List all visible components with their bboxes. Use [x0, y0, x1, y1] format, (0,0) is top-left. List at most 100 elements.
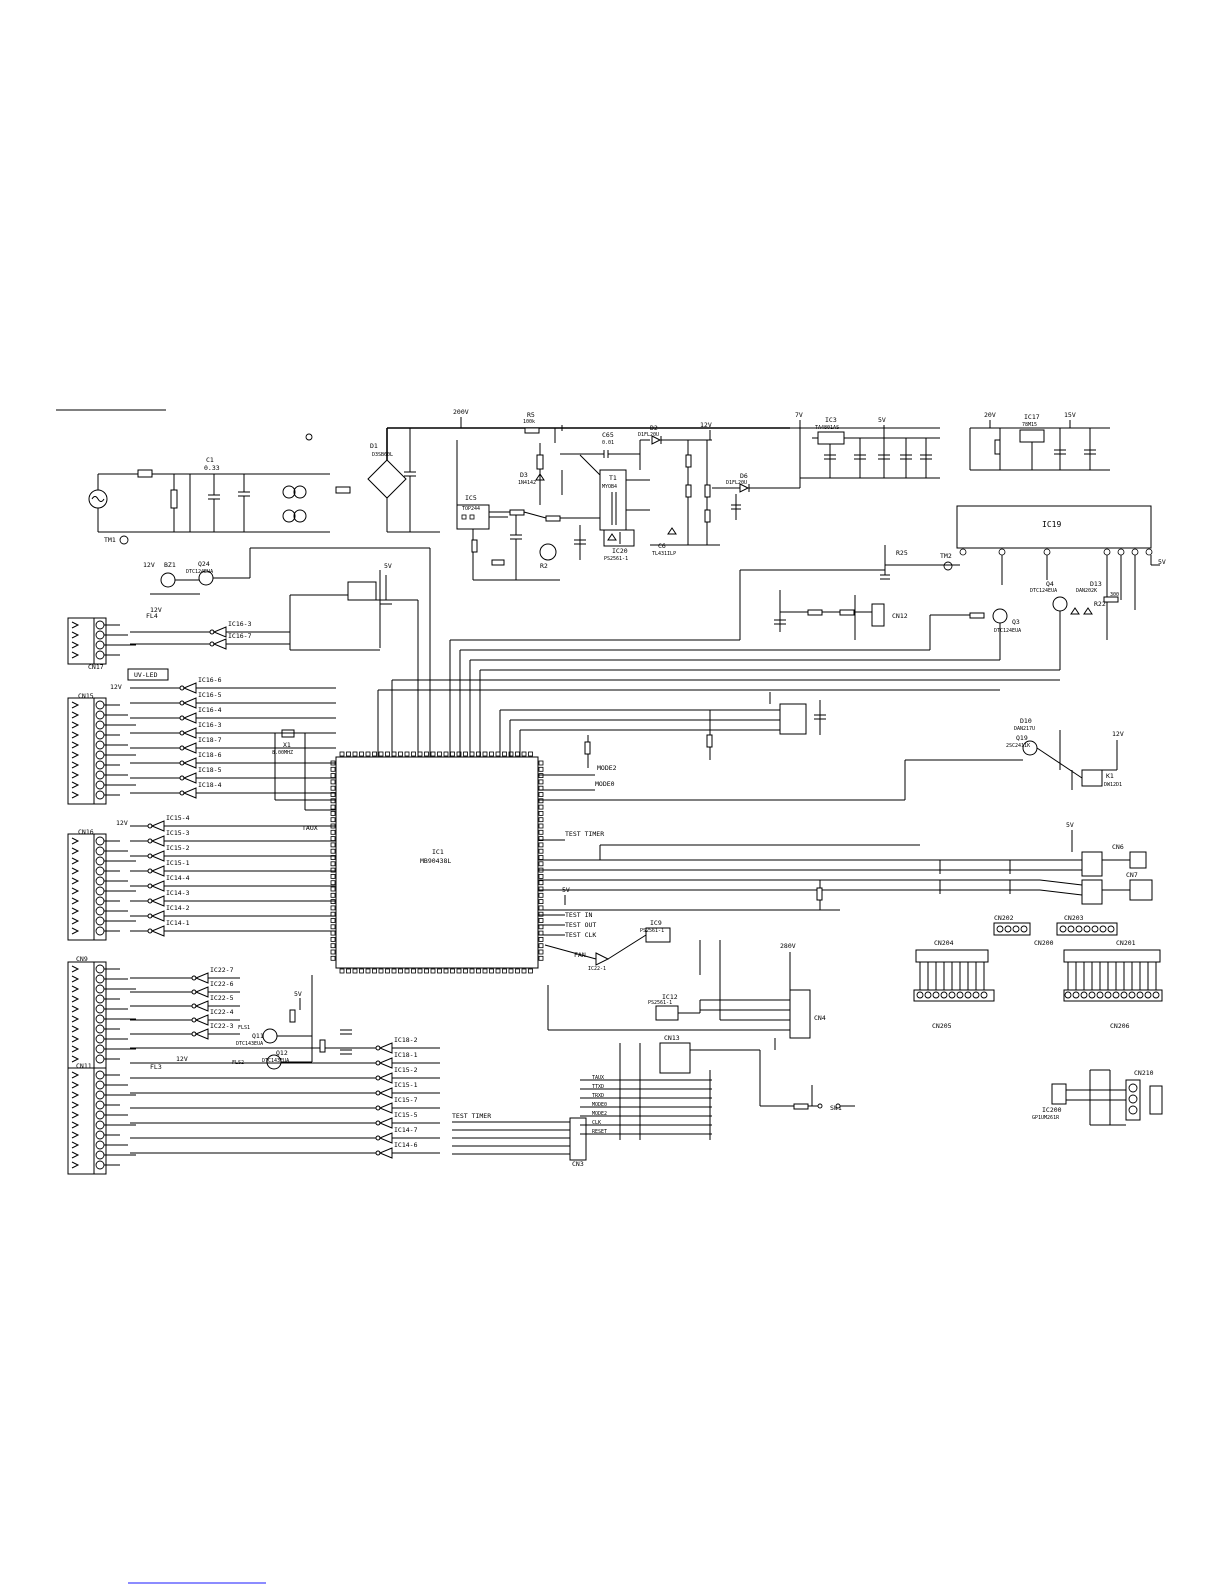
cn3-connector — [569, 1117, 587, 1161]
q11-part: DTC143EUA — [236, 1041, 263, 1047]
test-timer-label-ic1: TEST TIMER — [565, 830, 604, 838]
connector-pin-arrow — [71, 731, 80, 739]
ic1-pin-top — [365, 751, 371, 757]
cn6-label: CN6 — [1112, 843, 1124, 851]
gate-label: IC18-4 — [198, 781, 222, 789]
ic1-pin-left — [330, 880, 336, 886]
ic1-pin-right — [538, 955, 544, 961]
ic1-pin-bottom — [437, 968, 442, 974]
q11-q12-block: Q11 DTC143EUA Q12 DTC143EUA FLS1 FLS2 5V — [232, 975, 352, 1070]
cn202-terminal — [1020, 925, 1028, 933]
buzzer-bz1 — [160, 572, 176, 588]
d1-part: D3SB60L — [372, 452, 393, 458]
d2-part: D1FL20U — [638, 432, 659, 438]
terminal-strip — [93, 617, 107, 665]
connector-terminal — [95, 630, 105, 640]
cn6-cn7-block: CN6 CN7 5V — [939, 821, 1153, 905]
connector-terminal — [95, 1160, 105, 1170]
cn206-terminal — [1072, 991, 1080, 999]
cn13-connector — [659, 1042, 691, 1074]
sw1-label: SW1 — [830, 1104, 842, 1112]
connector-terminal — [95, 886, 105, 896]
connector-housing — [67, 961, 95, 1069]
connector-terminal — [95, 650, 105, 660]
cn203-terminal — [1083, 925, 1091, 933]
tm2-label: TM2 — [940, 552, 952, 560]
k1-part: DW12D1 — [1104, 782, 1122, 788]
q19-part: 2SC2411K — [1006, 743, 1030, 749]
cn206-terminal — [1112, 991, 1120, 999]
gate-label: IC15-5 — [394, 1111, 418, 1119]
connector-terminal — [95, 1110, 105, 1120]
ic1-pin-bottom — [489, 968, 494, 974]
buffer-gate — [150, 820, 165, 832]
gate-label: IC18-6 — [198, 751, 222, 759]
cn203-terminal — [1107, 925, 1115, 933]
ic1-pin-right — [538, 823, 544, 829]
fl3-label: FL3 — [150, 1063, 162, 1071]
ic19-body — [956, 505, 1152, 549]
gate-label: IC16-5 — [198, 691, 222, 699]
ic1-pin-left — [330, 817, 336, 823]
ic200-body — [1051, 1083, 1067, 1105]
connector-pin-arrow — [71, 1081, 80, 1089]
buffer-gate — [150, 850, 165, 862]
mode2-label-ic1: MODE2 — [597, 764, 617, 772]
d13-label: D13 — [1090, 580, 1102, 588]
cn200-cluster: CN202 CN203 CN204 CN200 CN201 CN205 CN20… — [913, 914, 1163, 1030]
connector-terminal — [95, 1070, 105, 1080]
cn13-top-block — [706, 692, 826, 760]
ic1-pin-top — [528, 751, 533, 757]
ic1-pin-bottom — [365, 968, 371, 974]
ic1-pin-left — [330, 798, 336, 804]
connector-terminal — [95, 1150, 105, 1160]
ic1-pin-bottom — [469, 968, 475, 974]
transformer-t1: T1 MYOB4 C65 0.01 D2 D1FL20U 12V — [560, 421, 780, 557]
ic1-pin-bottom — [359, 968, 364, 974]
connector-terminal — [95, 750, 105, 760]
buffer-gate — [182, 682, 197, 694]
connector-terminal — [95, 790, 105, 800]
connector-pin-arrow — [71, 1141, 80, 1149]
power-input-section: TM1 C1 0.33 D1 D3SB60L — [88, 408, 790, 545]
buffer-gate — [182, 697, 197, 709]
cn202-terminal — [1012, 925, 1020, 933]
connector-pin-arrow — [71, 1005, 80, 1013]
fuse-f1 — [137, 469, 153, 478]
v12-label-top: 12V — [700, 421, 712, 429]
connector-terminal — [95, 926, 105, 936]
cn210-block: IC200 GP1UM261R CN210 — [1032, 1069, 1163, 1126]
ic17-body — [1019, 429, 1045, 443]
q12-label: Q12 — [276, 1049, 288, 1057]
cn15-label: CN15 — [78, 692, 94, 700]
connector-pin-arrow — [71, 791, 80, 799]
ic1-pin-top — [372, 751, 377, 757]
ic3-label: IC3 — [825, 416, 837, 424]
fls2-label: FLS2 — [232, 1060, 244, 1066]
ic22-buffer — [595, 952, 610, 966]
connector-terminal — [95, 856, 105, 866]
ic1-pin-right — [538, 861, 544, 867]
k1-body — [1081, 769, 1103, 787]
connector-pin-arrow — [71, 1091, 80, 1099]
buzzer-section: BZ1 12V Q24 DTC124EUA — [143, 547, 431, 760]
signal-label: MODE2 — [592, 1111, 607, 1117]
connector-pin-arrow — [71, 965, 80, 973]
cn202-connector — [993, 922, 1031, 936]
connector-terminal — [95, 1044, 105, 1054]
buffer-gate — [182, 757, 197, 769]
signal-label: TRXD — [592, 1093, 604, 1099]
ic1-pin-bottom — [339, 968, 345, 974]
connector-pin-arrow — [71, 721, 80, 729]
buffer-gate — [150, 910, 165, 922]
x1-part: 8.00MHZ — [272, 750, 293, 756]
line-filter-l1 — [282, 485, 296, 499]
c6-label: C6 — [658, 542, 666, 550]
ic20-label: IC20 — [612, 547, 628, 555]
uv-led-box — [127, 668, 169, 681]
ic1-pin-top — [482, 751, 488, 757]
ic1-pin-right — [538, 798, 544, 804]
v12-label-k1: 12V — [1112, 730, 1124, 738]
ic1-pin-right — [538, 899, 544, 904]
t1-part: MYOB4 — [602, 484, 617, 490]
